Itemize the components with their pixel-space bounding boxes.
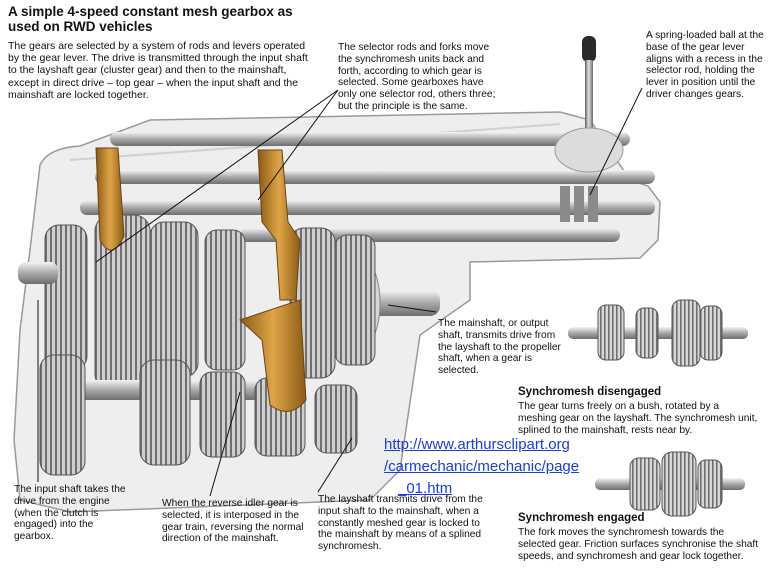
- synchromesh-disengaged-text: The gear turns freely on a bush, rotated…: [518, 401, 760, 436]
- selector-rods-caption: The selector rods and forks move the syn…: [338, 42, 498, 113]
- spring-ball-caption: A spring-loaded ball at the base of the …: [646, 30, 764, 101]
- diagram-title: A simple 4-speed constant mesh gearbox a…: [8, 4, 308, 34]
- intro-text: The gears are selected by a system of ro…: [8, 40, 308, 101]
- watermark-link-line2[interactable]: /carmechanic/mechanic/page: [384, 456, 579, 478]
- watermark-link-line3[interactable]: _01.htm: [398, 478, 452, 500]
- synchromesh-engaged-heading: Synchromesh engaged: [518, 512, 758, 524]
- layshaft-caption: The layshaft transmits drive from the in…: [318, 494, 496, 553]
- watermark-link-line1[interactable]: http://www.arthursclipart.org: [384, 434, 570, 456]
- synchromesh-disengaged-heading: Synchromesh disengaged: [518, 386, 758, 398]
- synchromesh-engaged-text: The fork moves the synchromesh towards t…: [518, 527, 764, 562]
- synchromesh-disengaged-illustration: [568, 300, 748, 366]
- mainshaft-caption: The mainshaft, or output shaft, transmit…: [438, 318, 568, 377]
- reverse-idler-caption: When the reverse idler gear is selected,…: [162, 498, 312, 545]
- synchromesh-engaged-illustration: [595, 452, 745, 516]
- input-shaft-caption: The input shaft takes the drive from the…: [14, 484, 132, 543]
